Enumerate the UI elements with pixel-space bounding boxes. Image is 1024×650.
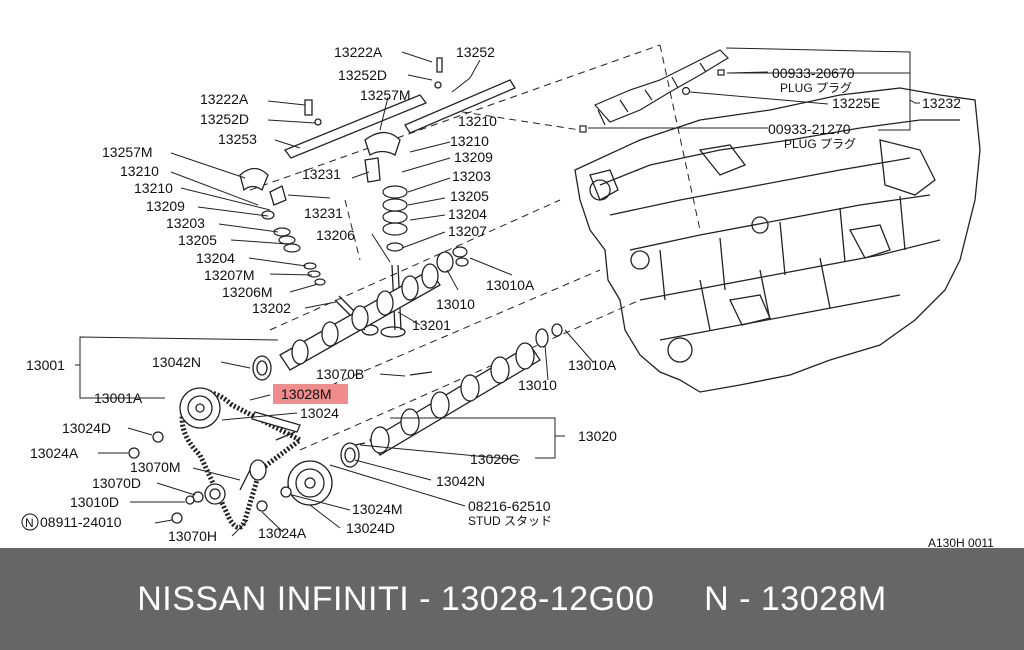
label-13232: 13232 <box>922 95 961 111</box>
label-13028M: 13028M <box>281 386 332 402</box>
label-13070H: 13070H <box>168 528 217 544</box>
diagram-code: A130H 0011 <box>928 536 994 548</box>
label-13209-b: 13209 <box>454 149 493 165</box>
label-stud: STUD スタッド <box>468 514 552 528</box>
label-13010D: 13010D <box>70 494 119 510</box>
label-13024A-a: 13024A <box>30 445 79 461</box>
label-13222A: 13222A <box>200 91 249 107</box>
label-13207M: 13207M <box>204 267 255 283</box>
footer-title: NISSAN INFINITI - 13028-12G00 N - 13028M <box>137 579 887 618</box>
label-plug-2: PLUG プラグ <box>784 137 856 151</box>
label-13042N-b: 13042N <box>436 473 485 489</box>
label-13070B: 13070B <box>316 366 364 382</box>
label-13203-a: 13203 <box>166 215 205 231</box>
label-08911-24010: 08911-24010 <box>40 514 122 530</box>
label-13001: 13001 <box>26 357 65 373</box>
label-13204-a: 13204 <box>196 250 235 266</box>
label-13206: 13206 <box>316 227 355 243</box>
camshaft-lower <box>369 323 563 456</box>
label-13252-top: 13252 <box>456 44 495 60</box>
label-13206M: 13206M <box>222 284 273 300</box>
label-13001A: 13001A <box>94 390 143 406</box>
label-13207: 13207 <box>448 223 487 239</box>
label-13010A-a: 13010A <box>486 277 535 293</box>
valve-springs <box>261 185 469 286</box>
label-13209-a: 13209 <box>146 198 185 214</box>
label-13010A-b: 13010A <box>568 357 617 373</box>
label-13024D-b: 13024D <box>346 520 395 536</box>
label-13010-b: 13010 <box>518 377 557 393</box>
n-mark-icon <box>21 513 39 531</box>
label-13205-b: 13205 <box>450 188 489 204</box>
label-13203-b: 13203 <box>452 168 491 184</box>
label-13210-c: 13210 <box>450 133 489 149</box>
label-13252D-top: 13252D <box>338 67 387 83</box>
tensioner <box>128 371 433 524</box>
label-13024A-b: 13024A <box>258 525 307 541</box>
label-13042N-a: 13042N <box>152 354 201 370</box>
engine-block-drawing <box>574 87 981 393</box>
cam-sprocket-upper <box>179 387 221 429</box>
label-13204-b: 13204 <box>448 206 487 222</box>
label-13257M-top: 13257M <box>360 87 411 103</box>
leader-lines <box>75 47 920 537</box>
label-13231-a: 13231 <box>302 166 341 182</box>
label-13231-b: 13231 <box>304 205 343 221</box>
cam-sprocket-lower <box>287 460 333 506</box>
label-13252D: 13252D <box>200 111 249 127</box>
label-13020: 13020 <box>578 428 617 444</box>
parts-diagram: 13222A 13252 13252D 13257M 13222A 13252D… <box>21 44 994 548</box>
label-13201: 13201 <box>412 317 451 333</box>
n-mark-letter: N <box>25 516 34 530</box>
label-13210-d: 13210 <box>134 180 173 196</box>
rocker-cover-drawing <box>579 49 729 133</box>
footer-banner: NISSAN INFINITI - 13028-12G00 N - 13028M <box>0 548 1024 650</box>
label-13010-a: 13010 <box>436 296 475 312</box>
label-13024: 13024 <box>300 405 339 421</box>
label-13020C: 13020C <box>470 451 519 467</box>
part-labels: 13222A 13252 13252D 13257M 13222A 13252D… <box>21 44 994 548</box>
label-plug-1: PLUG プラグ <box>780 81 852 95</box>
label-13257M: 13257M <box>102 144 153 160</box>
label-13070M: 13070M <box>130 459 181 475</box>
camshaft-upper <box>279 263 441 371</box>
label-13024D-a: 13024D <box>62 420 111 436</box>
label-13024M: 13024M <box>352 501 403 517</box>
label-13222A-top: 13222A <box>334 44 383 60</box>
label-13210-b: 13210 <box>458 113 497 129</box>
label-13070D: 13070D <box>92 475 141 491</box>
label-13253: 13253 <box>218 131 257 147</box>
label-13210-a: 13210 <box>120 163 159 179</box>
highlight-box <box>273 384 348 404</box>
label-13205-a: 13205 <box>178 232 217 248</box>
label-00933-20670: 00933-20670 <box>772 65 855 81</box>
rocker-shafts <box>239 57 516 206</box>
label-13202: 13202 <box>252 300 291 316</box>
oil-seals <box>252 251 454 468</box>
label-13225E: 13225E <box>832 95 880 111</box>
label-00933-21270: 00933-21270 <box>768 121 851 137</box>
label-08216-62510: 08216-62510 <box>468 498 551 514</box>
